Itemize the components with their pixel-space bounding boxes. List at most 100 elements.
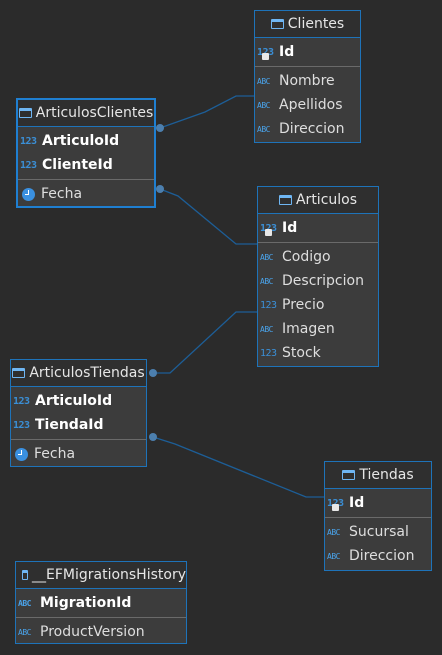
attribute-name: Stock: [282, 345, 321, 361]
attribute-row[interactable]: ABC Codigo: [258, 245, 378, 269]
link-endpoint-dot[interactable]: [156, 185, 164, 193]
entity-title: ArticulosClientes: [35, 105, 154, 121]
pk-section: 123 Id: [255, 38, 360, 67]
table-icon: [342, 470, 356, 480]
attr-section: ABC Codigo ABC Descripcion 123 Precio AB…: [258, 243, 378, 367]
number-type-icon: 123: [20, 135, 37, 147]
key-number-icon: 123: [257, 47, 277, 60]
attribute-row[interactable]: Fecha: [18, 182, 154, 206]
attribute-name: Fecha: [41, 186, 83, 202]
link-endpoint-dot[interactable]: [149, 433, 157, 441]
attr-section: ABC Nombre ABC Apellidos ABC Direccion: [255, 67, 360, 143]
table-icon: [278, 195, 292, 205]
entity-title: Articulos: [295, 192, 358, 208]
entity-articulosclientes[interactable]: ArticulosClientes 123 ArticuloId 123 Cli…: [16, 98, 156, 208]
pk-section: 123 Id: [325, 489, 431, 518]
table-icon: [18, 108, 32, 118]
entity-header[interactable]: ArticulosTiendas: [11, 360, 146, 387]
number-type-icon: 123: [260, 347, 277, 359]
key-number-icon: 123: [260, 223, 280, 236]
key-number-icon: 123: [327, 498, 347, 511]
entity-articulos[interactable]: Articulos 123 Id ABC Codigo ABC Descripc…: [257, 186, 379, 367]
link-articulostiendas-articulos: [153, 311, 258, 374]
entity-title: ArticulosTiendas: [29, 365, 145, 381]
entity-header[interactable]: Clientes: [255, 11, 360, 38]
attribute-row[interactable]: 123 Id: [258, 216, 378, 240]
attribute-row[interactable]: ABC ProductVersion: [16, 620, 186, 644]
pk-section: 123 ArticuloId 123 TiendaId: [11, 387, 146, 440]
entity-header[interactable]: Tiendas: [325, 462, 431, 489]
clock-icon: [15, 447, 28, 461]
attribute-name: TiendaId: [35, 417, 104, 433]
text-type-icon: ABC: [327, 551, 340, 561]
text-type-icon: ABC: [260, 252, 273, 262]
attribute-row[interactable]: ABC Nombre: [255, 69, 360, 93]
text-type-icon: ABC: [257, 100, 270, 110]
attr-section: Fecha: [18, 180, 154, 208]
link-endpoint-dot[interactable]: [156, 124, 164, 132]
attribute-row[interactable]: 123 ClienteId: [18, 153, 154, 177]
attribute-name: Direccion: [279, 121, 345, 137]
text-type-icon: ABC: [327, 527, 340, 537]
pk-section: 123 Id: [258, 214, 378, 243]
attribute-name: Sucursal: [349, 524, 409, 540]
attribute-name: Codigo: [282, 249, 331, 265]
pk-section: ABC MigrationId: [16, 589, 186, 618]
attribute-name: ArticuloId: [35, 393, 113, 409]
attr-section: ABC Sucursal ABC Direccion: [325, 518, 431, 570]
attribute-row[interactable]: 123 Id: [255, 40, 360, 64]
attribute-name: Apellidos: [279, 97, 343, 113]
attribute-row[interactable]: ABC Sucursal: [325, 520, 431, 544]
entity-clientes[interactable]: Clientes 123 Id ABC Nombre ABC Apellidos…: [254, 10, 361, 143]
attribute-name: Precio: [282, 297, 325, 313]
entity-title: Clientes: [287, 16, 345, 32]
attribute-row[interactable]: 123 TiendaId: [11, 413, 146, 437]
entity-title: __EFMigrationsHistory: [31, 567, 186, 583]
link-articulostiendas-tiendas: [152, 436, 326, 498]
attribute-name: ArticuloId: [42, 133, 120, 149]
attr-section: ABC ProductVersion: [16, 618, 186, 646]
text-type-icon: ABC: [260, 276, 273, 286]
attribute-row[interactable]: 123 ArticuloId: [18, 129, 154, 153]
number-type-icon: 123: [20, 159, 37, 171]
entity-title: Tiendas: [359, 467, 414, 483]
attribute-name: Imagen: [282, 321, 335, 337]
attribute-row[interactable]: ABC Direccion: [255, 117, 360, 141]
table-icon: [12, 368, 26, 378]
table-icon: [270, 19, 284, 29]
attribute-row[interactable]: ABC Imagen: [258, 317, 378, 341]
entity-header[interactable]: __EFMigrationsHistory: [16, 562, 186, 589]
attribute-row[interactable]: Fecha: [11, 442, 146, 466]
attribute-name: Nombre: [279, 73, 335, 89]
attribute-row[interactable]: ABC Apellidos: [255, 93, 360, 117]
attribute-row[interactable]: 123 ArticuloId: [11, 389, 146, 413]
entity-header[interactable]: Articulos: [258, 187, 378, 214]
attribute-name: Descripcion: [282, 273, 364, 289]
attribute-name: MigrationId: [40, 595, 132, 611]
attribute-row[interactable]: 123 Stock: [258, 341, 378, 365]
attribute-name: ClienteId: [42, 157, 113, 173]
pk-section: 123 ArticuloId 123 ClienteId: [18, 127, 154, 180]
entity-articulostiendas[interactable]: ArticulosTiendas 123 ArticuloId 123 Tien…: [10, 359, 147, 467]
attribute-name: Id: [282, 220, 298, 236]
attribute-name: Direccion: [349, 548, 415, 564]
clock-icon: [22, 187, 35, 201]
attribute-row[interactable]: ABC Direccion: [325, 544, 431, 568]
entity-tiendas[interactable]: Tiendas 123 Id ABC Sucursal ABC Direccio…: [324, 461, 432, 571]
link-endpoint-dot[interactable]: [149, 369, 157, 377]
attribute-row[interactable]: 123 Id: [325, 491, 431, 515]
attribute-row[interactable]: ABC MigrationId: [16, 591, 186, 615]
attribute-row[interactable]: ABC Descripcion: [258, 269, 378, 293]
table-icon: [22, 570, 28, 580]
text-type-icon: ABC: [260, 324, 273, 334]
entity-header[interactable]: ArticulosClientes: [18, 100, 154, 127]
text-type-icon: ABC: [257, 76, 270, 86]
attr-section: Fecha: [11, 440, 146, 468]
entity-efmigrationshistory[interactable]: __EFMigrationsHistory ABC MigrationId AB…: [15, 561, 187, 644]
attribute-name: Id: [279, 44, 295, 60]
attribute-row[interactable]: 123 Precio: [258, 293, 378, 317]
number-type-icon: 123: [13, 419, 30, 431]
attribute-name: Fecha: [34, 446, 76, 462]
attribute-name: Id: [349, 495, 365, 511]
number-type-icon: 123: [13, 395, 30, 407]
